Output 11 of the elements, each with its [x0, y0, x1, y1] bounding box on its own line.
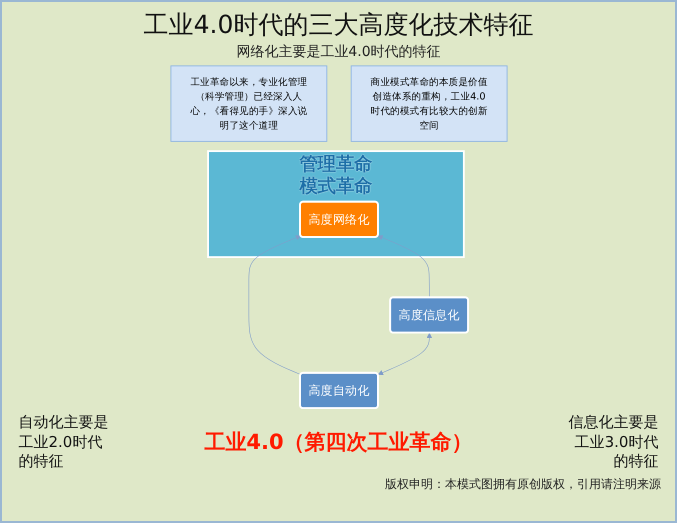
node-box: 商业模式革命的本质是价值创造体系的重构，工业4.0时代的模式有比较大的创新空间: [350, 65, 508, 142]
center-caption: 工业4.0（第四次工业革命）: [204, 429, 473, 456]
note-text: 自动化主要是工业2.0时代的特征: [18, 413, 110, 472]
note-text: 信息化主要是工业3.0时代的特征: [567, 413, 658, 472]
note-text: 网络化主要是工业4.0时代的特征: [236, 43, 441, 61]
arrow: [248, 235, 301, 375]
node-box: 工业革命以来，专业化管理（科学管理）已经深入人心，《看得见的手》深入说明了这个道理: [170, 65, 327, 142]
arrow: [377, 235, 430, 298]
arrow: [377, 332, 432, 376]
copyright-note: 版权申明：本模式图拥有原创版权，引用请注明来源: [385, 476, 661, 492]
diagram-title: 工业4.0时代的三大高度化技术特征: [144, 9, 534, 41]
